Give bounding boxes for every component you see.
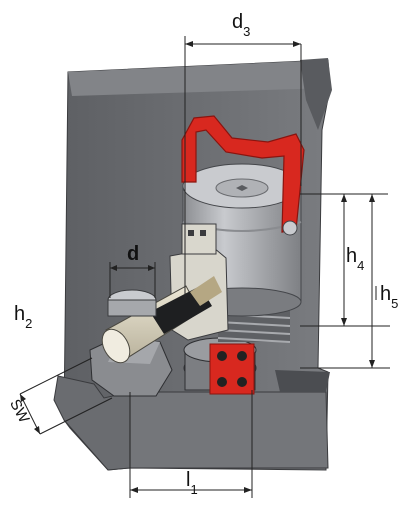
red-plug: [209, 343, 255, 395]
cap-nut: [107, 289, 157, 317]
l1-label: l1: [186, 469, 198, 497]
h2-label: h2: [14, 303, 33, 331]
d3-label: d3: [232, 11, 251, 39]
hose-coupling: [101, 276, 222, 364]
d-label: d: [127, 243, 140, 265]
red-handle: [181, 115, 305, 236]
h4-label: h4: [346, 245, 365, 273]
sw-extension-bottom: [39, 397, 113, 435]
sw-dimension-line: [19, 393, 41, 435]
arrowheads: [20, 41, 375, 493]
sw-extension-top: [19, 357, 93, 395]
h5-label: h5: [380, 283, 399, 311]
